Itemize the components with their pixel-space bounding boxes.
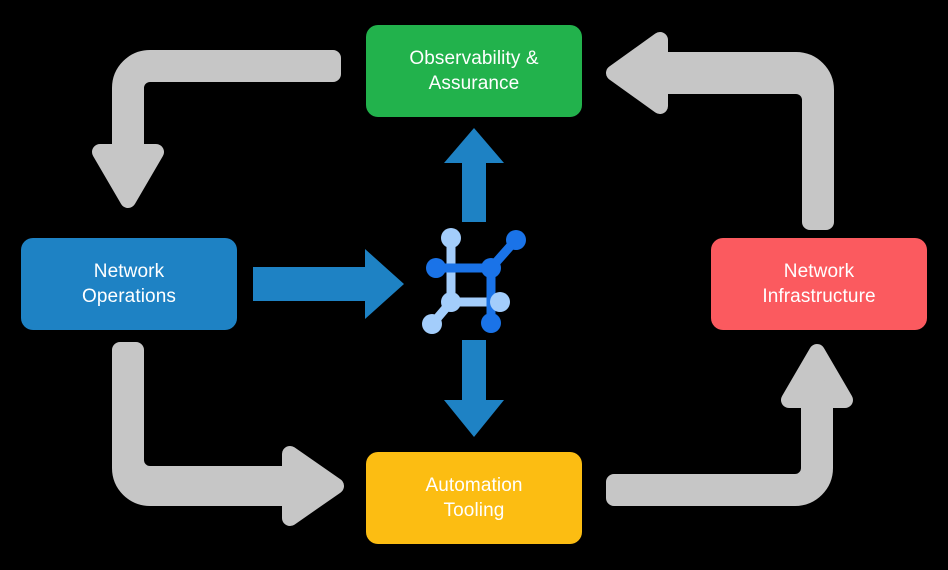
- box-network-operations[interactable]: Network Operations: [21, 238, 237, 330]
- gray-arrow-observability-to-operations: [92, 50, 341, 208]
- box-network-infrastructure[interactable]: Network Infrastructure: [711, 238, 927, 330]
- box-observability-assurance[interactable]: Observability & Assurance: [366, 25, 582, 117]
- topology-dark-nodes: [426, 230, 526, 333]
- gray-arrow-automation-to-infrastructure: [606, 344, 853, 506]
- blue-arrow-operations-to-center: [253, 249, 404, 319]
- blue-arrow-center-to-observability: [444, 128, 504, 222]
- network-topology-icon: [422, 228, 526, 334]
- topology-light-nodes: [422, 228, 510, 334]
- gray-arrow-operations-to-automation: [112, 342, 344, 526]
- gray-arrow-infrastructure-to-observability: [606, 32, 834, 230]
- box-automation-tooling[interactable]: Automation Tooling: [366, 452, 582, 544]
- blue-arrow-center-to-automation: [444, 340, 504, 437]
